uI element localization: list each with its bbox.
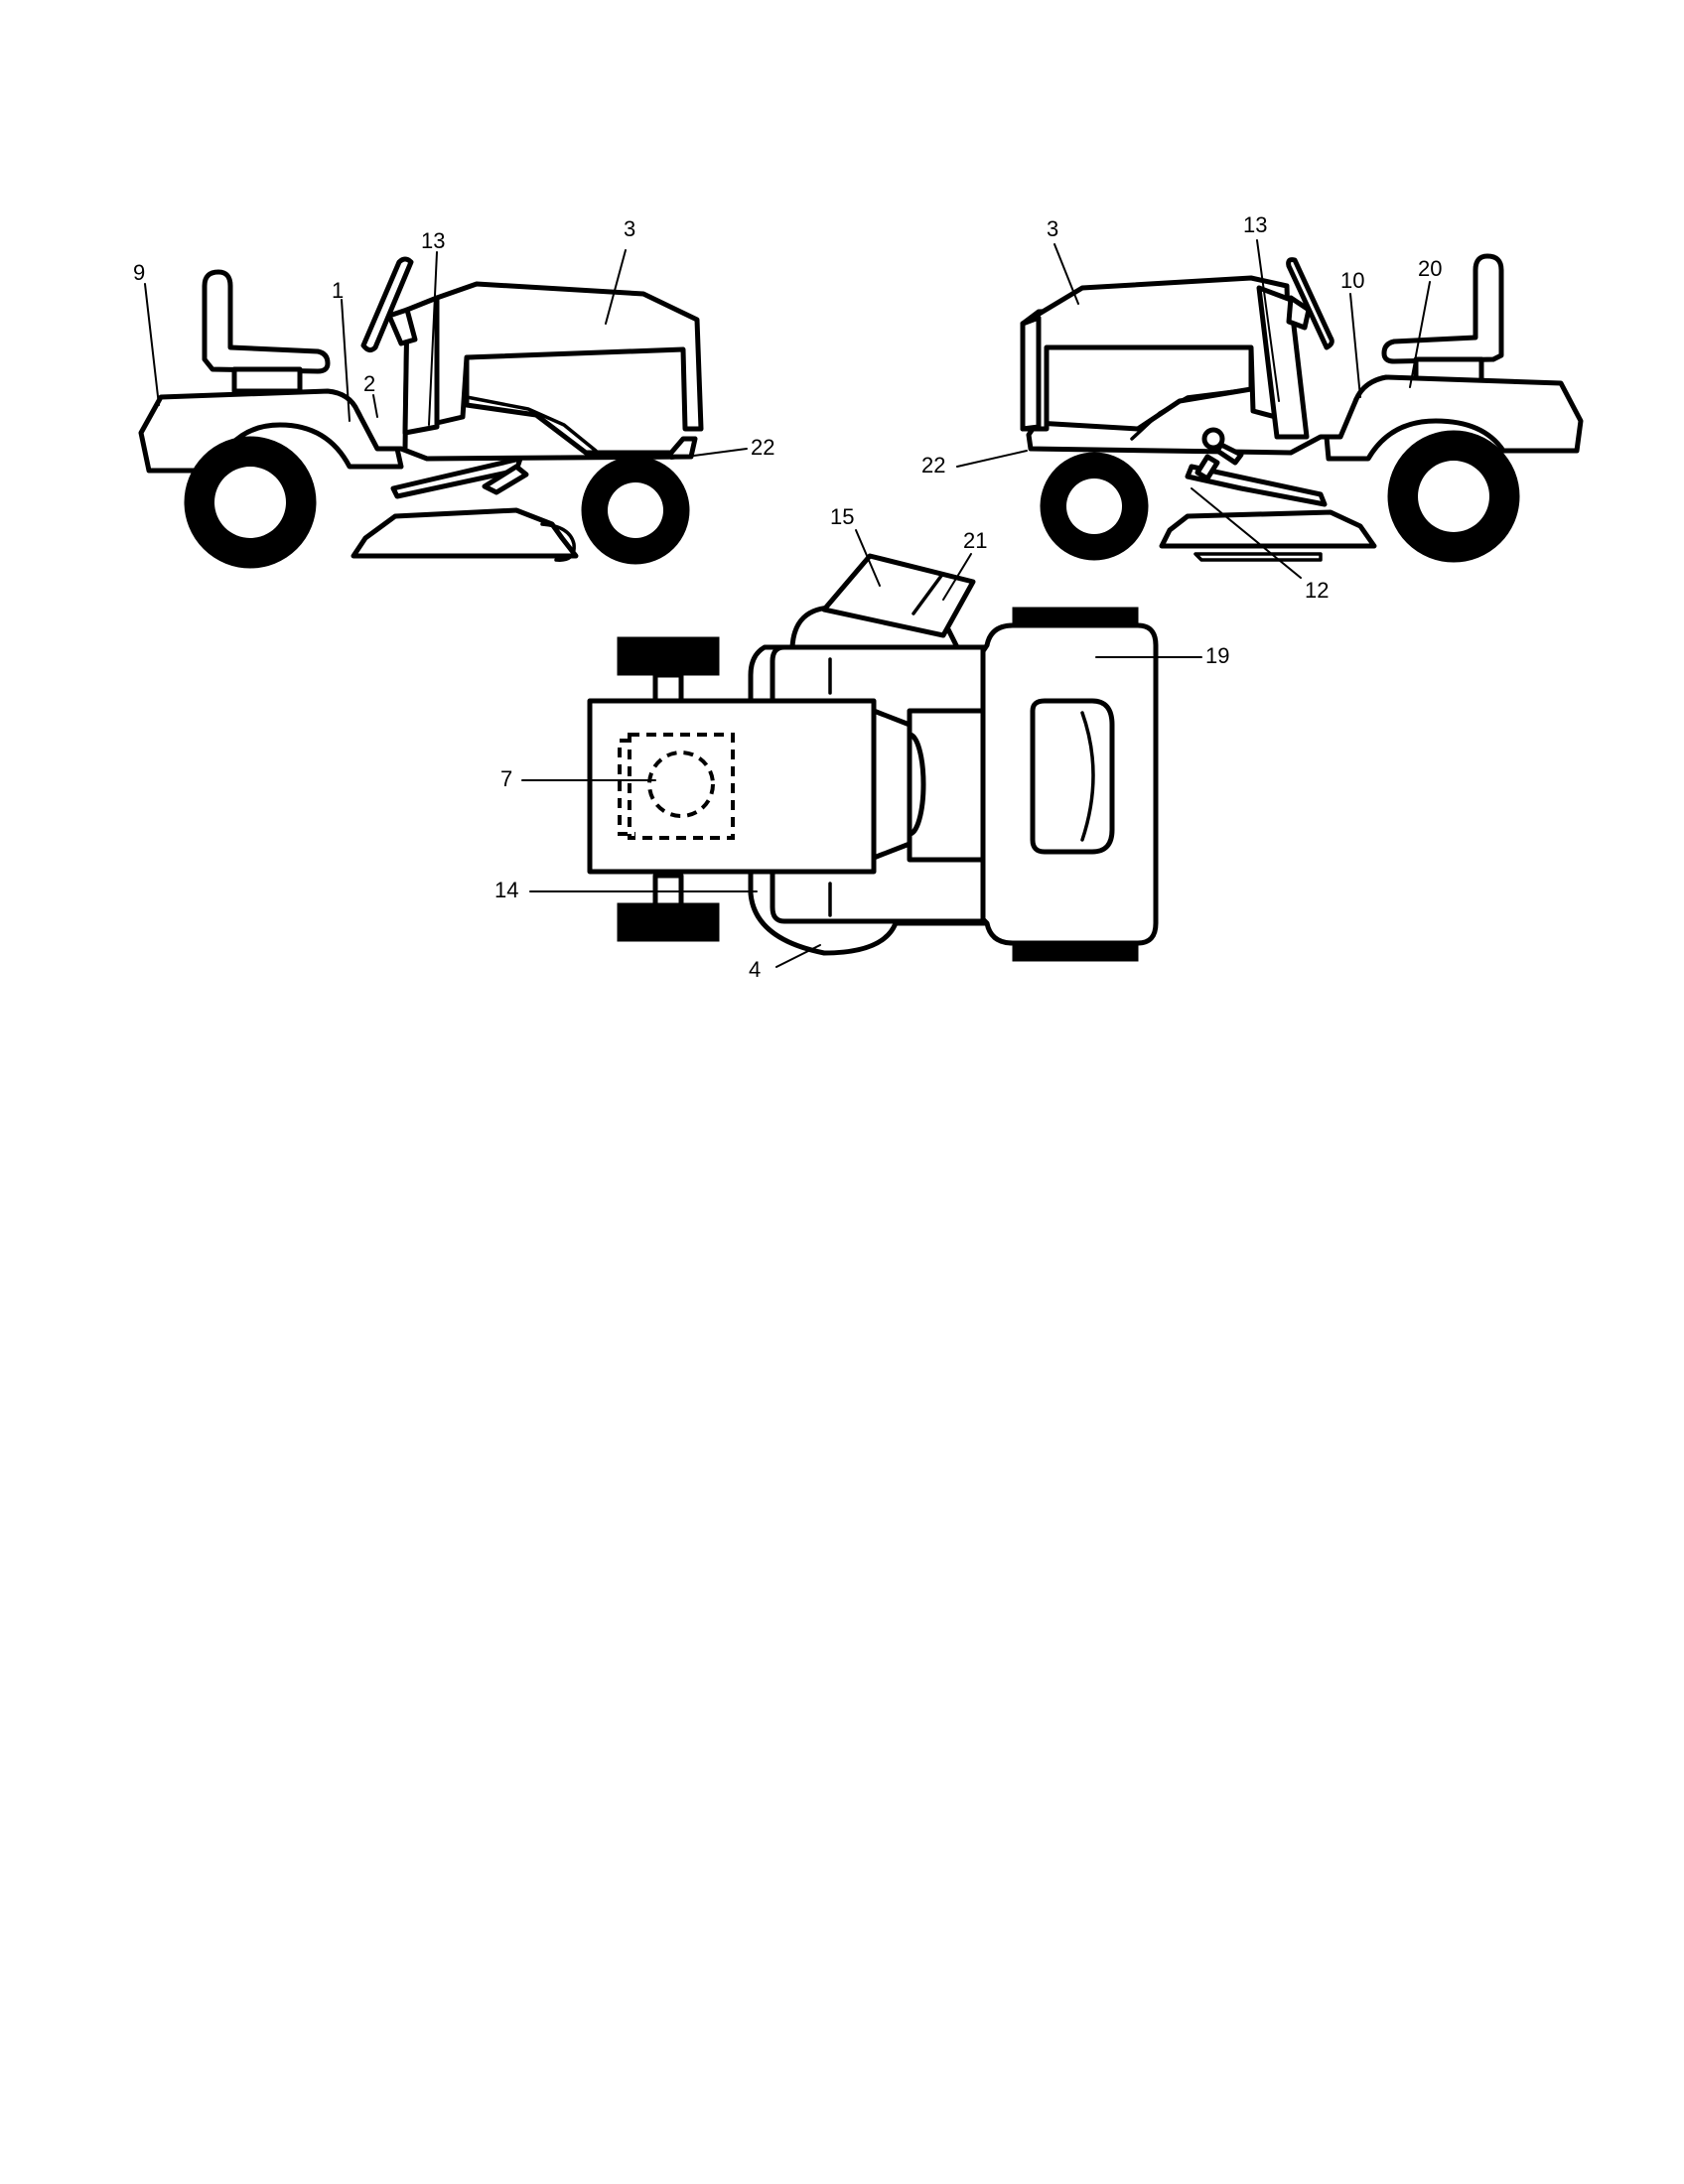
seat-top-view — [1030, 698, 1115, 855]
callout-labels-right: 3 13 10 20 22 12 — [921, 212, 1442, 603]
callout-13-right: 13 — [1243, 212, 1267, 237]
engine-offset-outline — [618, 739, 635, 836]
deck-linkage — [390, 456, 523, 499]
tractor-left-side-view — [138, 256, 704, 569]
callout-9-left: 9 — [133, 260, 145, 285]
seat-back — [202, 269, 331, 374]
front-tire-top-upper — [617, 636, 720, 676]
callout-1-left: 1 — [332, 278, 344, 303]
deck-arm — [482, 464, 529, 495]
callout-labels-top: 15 21 19 7 14 4 — [494, 504, 1229, 982]
tractor-right-side-view — [1020, 253, 1584, 563]
callout-14-top: 14 — [494, 878, 518, 902]
dash-top — [871, 708, 912, 861]
callout-2-left: 2 — [363, 371, 375, 396]
discharge-chute — [821, 553, 976, 638]
callout-7-top: 7 — [500, 766, 512, 791]
leader-lines — [144, 239, 1431, 968]
callout-22-left: 22 — [751, 435, 774, 460]
steering-wheel-right — [1286, 257, 1334, 350]
steering-wheel — [360, 256, 414, 353]
callout-21-top: 21 — [963, 528, 987, 553]
rear-wheel-hub-left — [214, 467, 286, 538]
seat-post — [231, 366, 303, 394]
callout-3-right: 3 — [1047, 216, 1058, 241]
callout-10-right: 10 — [1340, 268, 1364, 293]
callout-20-right: 20 — [1418, 256, 1442, 281]
deck-chute — [540, 522, 576, 562]
engine-outline-top — [628, 733, 735, 840]
chute-label-area — [912, 574, 943, 615]
deck-linkage-right — [1185, 464, 1328, 507]
engine-circle-top — [647, 751, 715, 818]
callout-4-top: 4 — [749, 957, 761, 982]
seat-back-right — [1381, 253, 1504, 364]
callout-3-left: 3 — [624, 216, 635, 241]
rear-fender — [138, 388, 404, 474]
callout-19-top: 19 — [1205, 643, 1229, 668]
rear-wheel-hub-right — [1418, 461, 1489, 532]
callout-labels-left: 9 1 2 13 3 22 — [133, 216, 774, 460]
front-wheel-hub-left — [608, 482, 663, 538]
front-tire-top-lower — [617, 902, 720, 942]
callout-22-right: 22 — [921, 453, 945, 478]
lift-lever-right — [1194, 454, 1220, 481]
hood-side-line — [465, 395, 598, 453]
mower-deck — [351, 507, 579, 559]
dash-tower-right — [1256, 285, 1310, 440]
mower-deck-right — [1159, 509, 1377, 549]
tractor-top-view — [587, 553, 1159, 962]
seat-back-top — [1080, 711, 1095, 842]
rear-fender-right — [1324, 374, 1584, 462]
hood — [434, 281, 704, 432]
lift-knob-right — [1201, 427, 1225, 451]
callout-12-right: 12 — [1305, 578, 1329, 603]
deck-bottom-right — [1193, 552, 1323, 562]
grill-right — [1020, 315, 1042, 432]
callout-15-top: 15 — [830, 504, 854, 529]
steering-column-right — [1286, 295, 1312, 331]
hood-side-line-right — [1130, 387, 1253, 441]
lift-handle-right — [1214, 442, 1244, 466]
callout-13-left: 13 — [421, 228, 445, 253]
front-wheel-hub-right — [1066, 478, 1122, 534]
steering-column — [386, 307, 418, 346]
